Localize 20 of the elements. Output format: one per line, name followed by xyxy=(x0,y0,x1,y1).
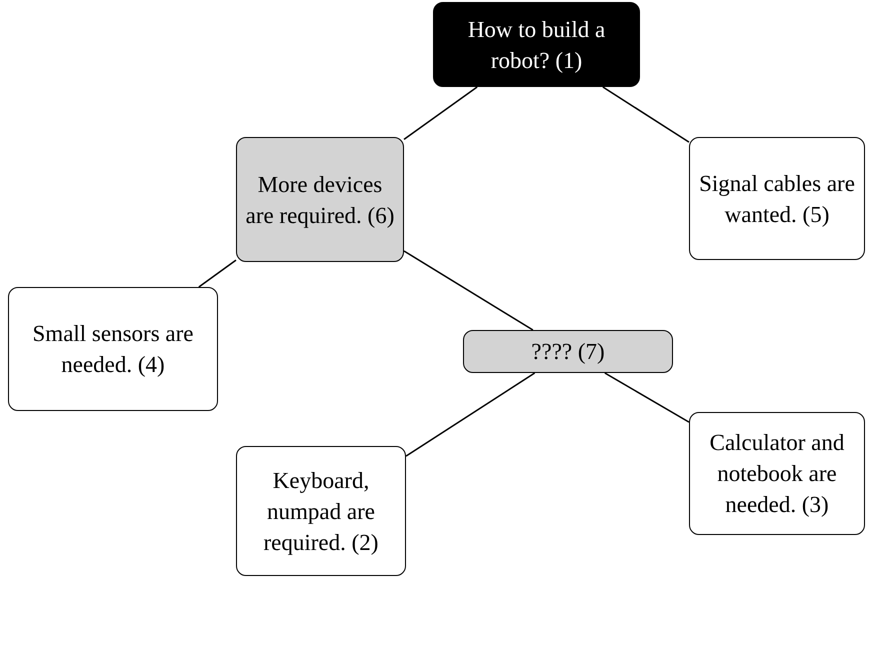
node-text: Calculator and notebook are needed. (3) xyxy=(708,429,846,519)
connector-line xyxy=(602,86,690,143)
leaf-box xyxy=(8,287,218,411)
connector-line xyxy=(404,86,478,140)
node-text: Signal cables are wanted. (5) xyxy=(698,170,856,229)
topic-box xyxy=(463,330,673,373)
leaf-box xyxy=(689,137,865,260)
root-box xyxy=(433,2,640,87)
node-text: More devices are required. (6) xyxy=(245,170,395,230)
connector-line xyxy=(198,260,236,288)
node-text: Small sensors are needed. (4) xyxy=(32,320,194,379)
connector-line xyxy=(404,250,534,331)
node-text: Keyboard, numpad are required. (2) xyxy=(262,466,380,557)
topic-box xyxy=(236,137,404,262)
node-text: ???? (7) xyxy=(531,338,605,366)
leaf-box xyxy=(689,412,865,535)
leaf-box xyxy=(236,446,406,576)
connector-line xyxy=(604,372,690,423)
node-text: How to build a robot? (1) xyxy=(466,16,606,75)
connector-line xyxy=(406,372,536,457)
